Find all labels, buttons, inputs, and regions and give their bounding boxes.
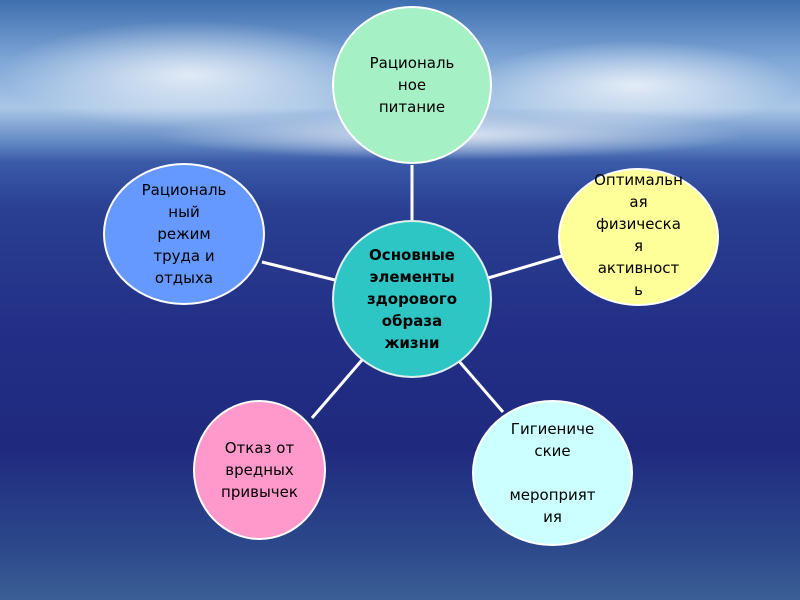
node-nutrition[interactable]: Рациональ ное питание bbox=[332, 6, 492, 164]
connector-regime bbox=[261, 260, 336, 282]
node-hygiene[interactable]: Гигиениче ские мероприят ия bbox=[472, 400, 633, 546]
node-activity[interactable]: Оптимальн ая физическа я активност ь bbox=[558, 168, 719, 306]
center-node[interactable]: Основные элементы здорового образа жизни bbox=[332, 220, 492, 378]
connector-activity bbox=[487, 254, 563, 280]
node-regime[interactable]: Рациональ ный режим труда и отдыха bbox=[103, 163, 265, 305]
node-habits[interactable]: Отказ от вредных привычек bbox=[193, 400, 326, 540]
connector-habits bbox=[310, 359, 364, 419]
connector-hygiene bbox=[456, 359, 505, 413]
